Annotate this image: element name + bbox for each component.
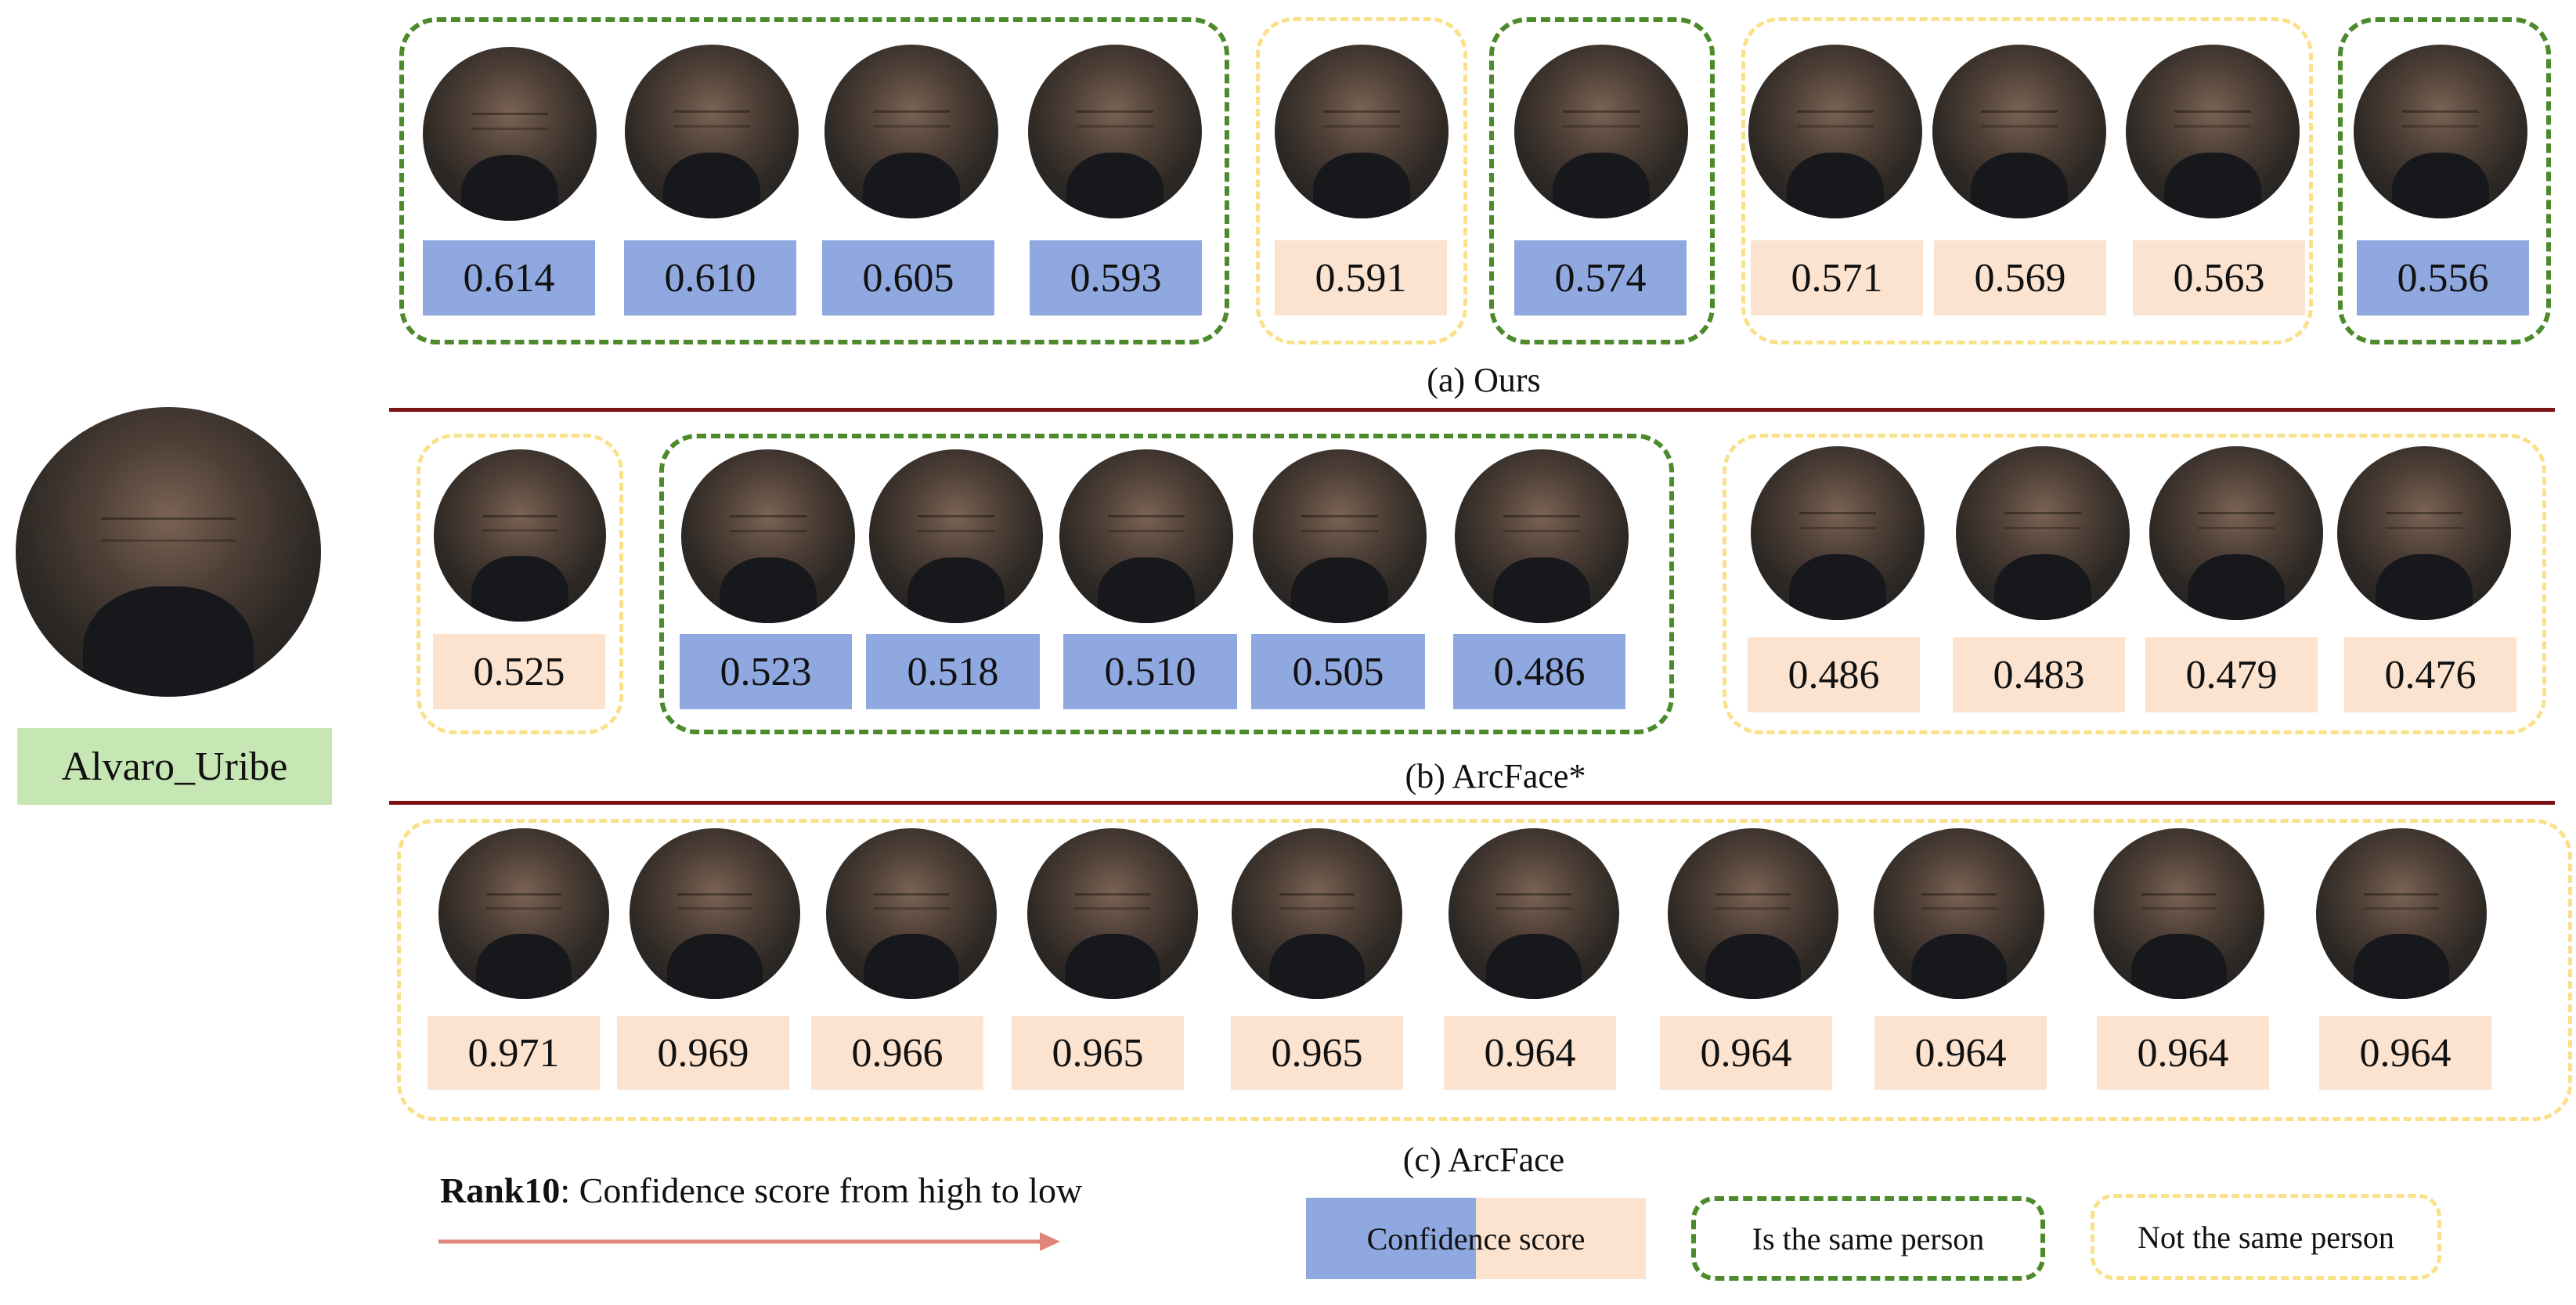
score-badge: 0.964 [1444,1016,1616,1090]
retrieved-face-image [2149,446,2323,620]
retrieved-face-image [1956,446,2130,620]
retrieved-face-image [1668,828,1838,999]
confidence-score-legend: Confidence score [1306,1198,1646,1279]
score-badge: 0.486 [1453,634,1625,709]
score-badge: 0.614 [423,240,595,315]
score-badge: 0.591 [1275,240,1447,315]
retrieved-face-image [434,449,606,622]
score-badge: 0.965 [1012,1016,1184,1090]
rank-label: Rank10 [440,1170,561,1210]
score-badge: 0.505 [1251,634,1425,709]
retrieved-face-image [1748,45,1922,218]
retrieved-face-image [1932,45,2106,218]
not-same-person-legend: Not the same person [2091,1194,2441,1280]
not-same-person-group [1723,434,2546,734]
retrieved-face-image [826,828,997,999]
not-same-person-group [1741,17,2313,344]
retrieved-face-image [1027,828,1198,999]
query-name-text: Alvaro_Uribe [61,744,288,789]
score-badge: 0.593 [1030,240,1202,315]
rank-description: : Confidence score from high to low [560,1170,1083,1210]
retrieved-face-image [681,449,855,623]
retrieved-face-image [1751,446,1925,620]
retrieved-face-image [630,828,800,999]
score-badge: 0.971 [428,1016,600,1090]
score-badge: 0.964 [1660,1016,1832,1090]
score-badge: 0.479 [2145,637,2318,712]
same-person-group [2338,17,2551,344]
retrieved-face-image [2094,828,2264,999]
same-person-group [1489,17,1715,344]
retrieved-face-image [2316,828,2487,999]
row-caption: (b) ArcFace* [1405,757,1586,795]
same-person-group [659,434,1674,734]
row-caption: (a) Ours [1427,361,1541,399]
score-badge: 0.510 [1063,634,1237,709]
retrieved-face-image [1232,828,1402,999]
score-badge: 0.563 [2133,240,2305,315]
score-badge: 0.556 [2357,240,2529,315]
retrieved-face-image [824,45,998,218]
retrieved-face-image [1275,45,1449,218]
confidence-score-label: Confidence score [1366,1220,1586,1256]
row-caption: (c) ArcFace [1402,1141,1565,1179]
retrieved-face-image [869,449,1043,623]
rank-arrow-icon [438,1232,1060,1251]
retrieved-face-image [1874,828,2044,999]
retrieved-face-image [1059,449,1233,623]
score-badge: 0.610 [624,240,796,315]
score-badge: 0.965 [1231,1016,1403,1090]
score-badge: 0.523 [680,634,852,709]
score-badge: 0.483 [1953,637,2125,712]
retrieved-face-image [423,47,597,221]
score-badge: 0.964 [2319,1016,2491,1090]
retrieved-face-image [1455,449,1629,623]
not-same-person-group [397,819,2572,1121]
same-person-label: Is the same person [1752,1220,1985,1256]
score-badge: 0.525 [433,634,605,709]
score-badge: 0.574 [1514,240,1687,315]
row-divider [389,408,2555,412]
retrieved-face-image [625,45,799,218]
score-badge: 0.966 [811,1016,983,1090]
retrieved-face-image [2354,45,2527,218]
score-badge: 0.964 [2097,1016,2269,1090]
score-badge: 0.605 [822,240,994,315]
score-badge: 0.476 [2344,637,2516,712]
score-badge: 0.518 [866,634,1040,709]
rank-legend-text: Rank10: Confidence score from high to lo… [440,1170,1082,1211]
query-face-image [16,407,321,697]
retrieved-face-image [1449,828,1619,999]
retrieved-face-image [2337,446,2511,620]
retrieved-face-image [1028,45,1202,218]
not-same-person-group [1256,17,1467,344]
score-badge: 0.569 [1934,240,2106,315]
same-person-legend: Is the same person [1691,1196,2045,1281]
retrieved-face-image [2126,45,2300,218]
row-divider [389,801,2555,805]
not-same-person-group [417,434,623,734]
not-same-person-label: Not the same person [2138,1219,2394,1255]
query-name-label: Alvaro_Uribe [17,728,332,805]
same-person-group [399,17,1229,344]
retrieved-face-image [438,828,609,999]
score-badge: 0.964 [1874,1016,2047,1090]
retrieved-face-image [1514,45,1688,218]
score-badge: 0.969 [617,1016,789,1090]
score-badge: 0.486 [1748,637,1920,712]
score-badge: 0.571 [1751,240,1923,315]
retrieved-face-image [1253,449,1427,623]
